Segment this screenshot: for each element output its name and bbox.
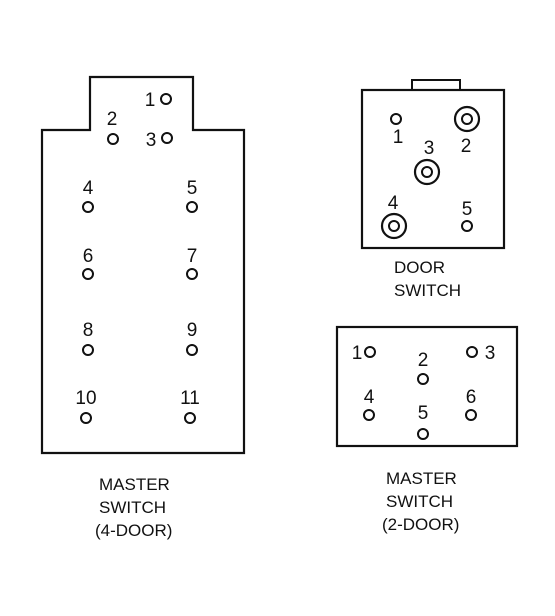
master-4door-pin-7-terminal <box>186 268 198 280</box>
master-4door-pin-8-terminal <box>82 344 94 356</box>
master-4door-caption-line-2: SWITCH <box>99 498 166 517</box>
master-2door-pin-label-6: 6 <box>466 387 477 408</box>
door-switch-pin-label-2: 2 <box>461 136 472 157</box>
door-switch-pin-label-3: 3 <box>424 138 435 159</box>
door-switch-pin-label-5: 5 <box>462 199 473 220</box>
master-4door-pin-label-6: 6 <box>83 246 94 267</box>
door-switch-caption-line-1: DOOR <box>394 258 445 277</box>
door-switch-pin-3-inner <box>421 166 433 178</box>
master-2door-pin-label-5: 5 <box>418 403 429 424</box>
door-switch-pin-label-1: 1 <box>393 127 404 148</box>
door-switch-pin-3-outer <box>413 158 441 186</box>
master-2door-pin-2-terminal <box>417 373 429 385</box>
master-2door-pin-label-4: 4 <box>364 387 375 408</box>
master-4door-pin-label-9: 9 <box>187 320 198 341</box>
master-4door-pin-1-terminal <box>160 93 172 105</box>
master-4door-pin-label-4: 4 <box>83 178 94 199</box>
master-4door-caption-line-3: (4-DOOR) <box>95 521 172 540</box>
master-switch-4door: 1 2 3 4 5 6 7 8 9 10 11 MASTER SWITCH (4… <box>40 75 246 540</box>
master-2door-pin-6-terminal <box>465 409 477 421</box>
master-4door-pin-label-1: 1 <box>145 90 156 111</box>
door-switch-pin-label-4: 4 <box>388 193 399 214</box>
door-switch-pin-4-inner <box>388 220 400 232</box>
master-2door-caption-line-3: (2-DOOR) <box>382 515 459 534</box>
door-switch-caption-line-2: SWITCH <box>394 281 461 300</box>
master-4door-pin-label-10: 10 <box>75 388 96 409</box>
master-4door-pin-2-terminal <box>107 133 119 145</box>
door-switch-tab <box>411 79 461 91</box>
master-4door-pin-label-2: 2 <box>107 109 118 130</box>
door-switch-outline <box>360 88 506 250</box>
master-4door-pin-3-terminal <box>161 132 173 144</box>
door-switch: 1 2 3 4 5 DOOR SWITCH <box>360 79 506 300</box>
master-2door-pin-5-terminal <box>417 428 429 440</box>
door-switch-pin-5-terminal <box>461 220 473 232</box>
master-2door-pin-label-1: 1 <box>352 343 363 364</box>
master-4door-caption-line-1: MASTER <box>99 475 170 494</box>
master-2door-pin-label-2: 2 <box>418 350 429 371</box>
master-2door-pin-label-3: 3 <box>485 343 496 364</box>
door-switch-pin-2-inner <box>461 113 473 125</box>
master-4door-pin-4-terminal <box>82 201 94 213</box>
master-2door-pin-4-terminal <box>363 409 375 421</box>
master-2door-outline <box>335 325 519 448</box>
master-2door-pin-1-terminal <box>364 346 376 358</box>
master-4door-pin-6-terminal <box>82 268 94 280</box>
master-4door-pin-5-terminal <box>186 201 198 213</box>
master-4door-pin-9-terminal <box>186 344 198 356</box>
door-switch-pin-1-terminal <box>390 113 402 125</box>
door-switch-pin-2-outer <box>453 105 481 133</box>
master-2door-caption-line-2: SWITCH <box>386 492 453 511</box>
master-4door-pin-10-terminal <box>80 412 92 424</box>
door-switch-pin-4-outer <box>380 212 408 240</box>
master-4door-pin-label-7: 7 <box>187 246 198 267</box>
master-2door-pin-3-terminal <box>466 346 478 358</box>
master-switch-2door: 1 2 3 4 5 6 MASTER SWITCH (2-DOOR) <box>335 325 519 534</box>
master-4door-outline <box>40 75 246 455</box>
master-4door-pin-label-3: 3 <box>146 130 157 151</box>
master-4door-pin-11-terminal <box>184 412 196 424</box>
master-2door-caption-line-1: MASTER <box>386 469 457 488</box>
master-4door-pin-label-5: 5 <box>187 178 198 199</box>
master-4door-pin-label-8: 8 <box>83 320 94 341</box>
master-4door-pin-label-11: 11 <box>180 388 200 409</box>
